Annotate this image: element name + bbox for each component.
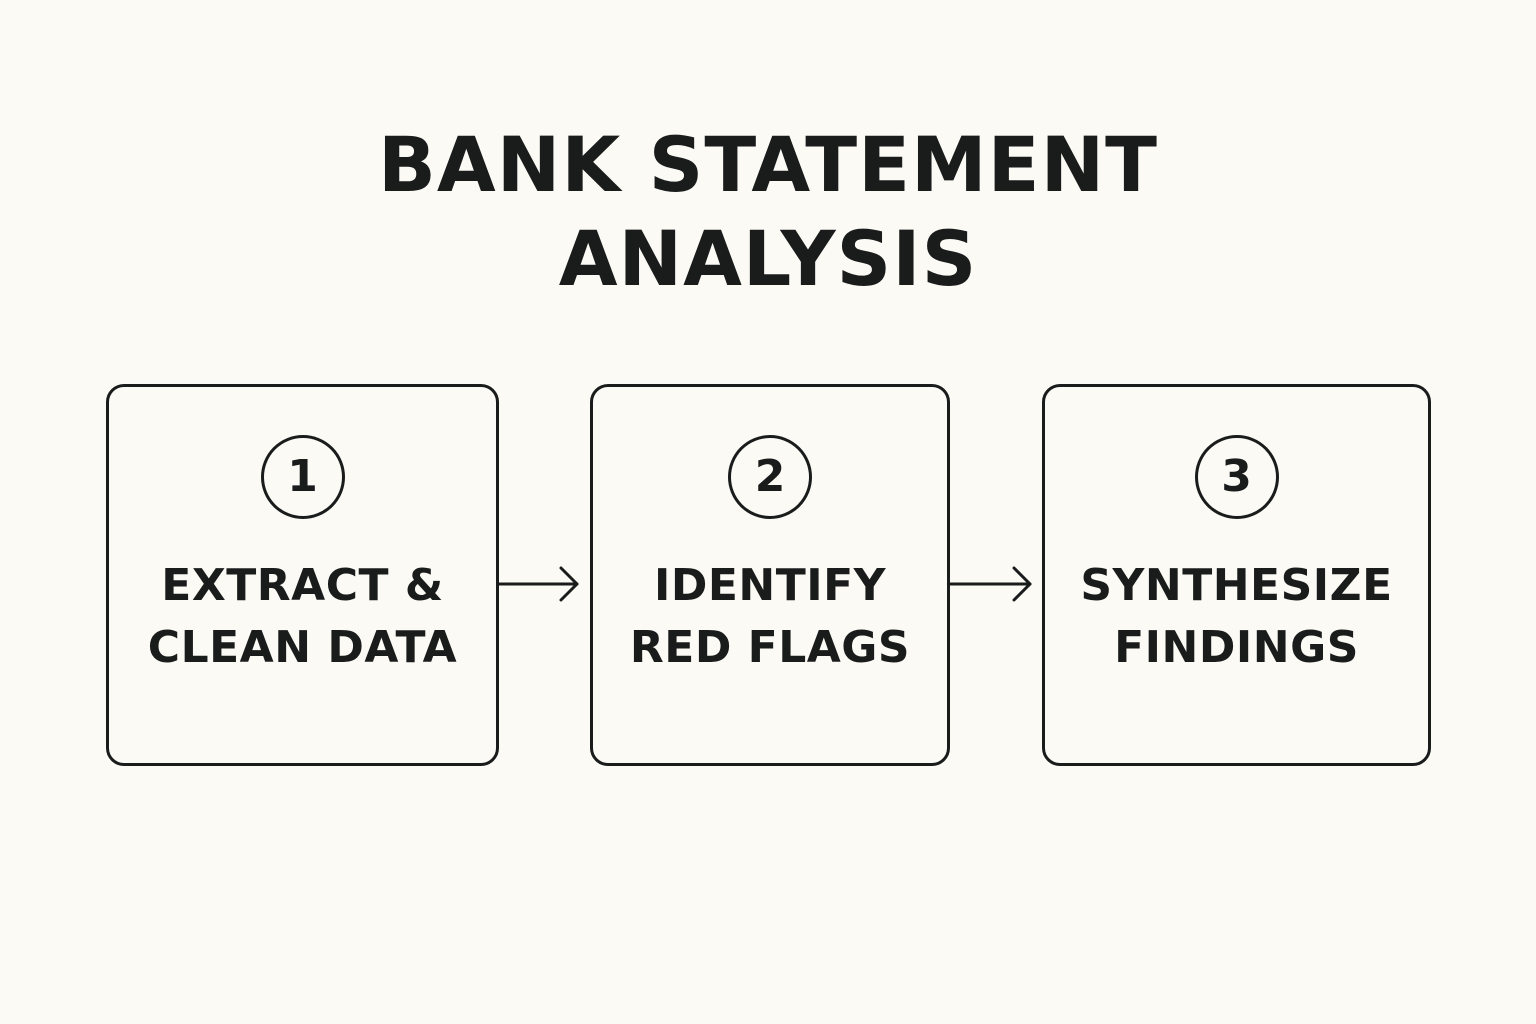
step-box-2: 2 IDENTIFY RED FLAGS <box>590 384 950 766</box>
step-label-1-line-1: EXTRACT & <box>161 560 444 611</box>
diagram-title-line-2: ANALYSIS <box>558 214 978 303</box>
step-label-3: SYNTHESIZE FINDINGS <box>1045 555 1428 679</box>
step-label-3-line-2: FINDINGS <box>1114 622 1359 673</box>
step-label-1-line-2: CLEAN DATA <box>147 622 458 673</box>
step-label-2-line-1: IDENTIFY <box>653 560 887 611</box>
step-number-badge-1: 1 <box>260 435 345 519</box>
arrow-right-icon <box>948 566 1032 602</box>
step-label-1: EXTRACT & CLEAN DATA <box>109 555 496 679</box>
diagram-title-line-1: BANK STATEMENT <box>377 120 1159 209</box>
arrow-right-icon <box>497 566 579 602</box>
diagram-title: BANK STATEMENT ANALYSIS <box>0 118 1536 306</box>
step-number-badge-2: 2 <box>728 435 812 519</box>
step-number-badge-3: 3 <box>1194 435 1279 519</box>
step-label-3-line-1: SYNTHESIZE <box>1080 560 1393 611</box>
step-box-1: 1 EXTRACT & CLEAN DATA <box>106 384 499 766</box>
step-label-2: IDENTIFY RED FLAGS <box>593 555 947 679</box>
step-box-3: 3 SYNTHESIZE FINDINGS <box>1042 384 1431 766</box>
step-label-2-line-2: RED FLAGS <box>629 622 911 673</box>
